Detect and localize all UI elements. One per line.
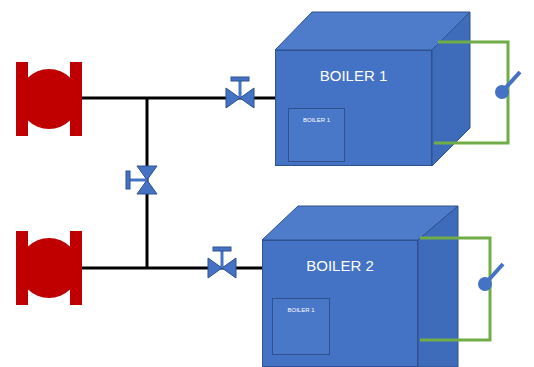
switch-symbol xyxy=(478,72,520,291)
boiler-label: BOILER 1 xyxy=(276,67,431,84)
pump-body xyxy=(19,69,79,129)
control-wire xyxy=(420,42,508,340)
valve-symbol xyxy=(208,247,236,278)
pipework xyxy=(80,98,276,268)
valve-symbol xyxy=(126,166,157,194)
pump-symbol xyxy=(16,231,82,305)
boiler-box: BOILER 2 BOILER 1 xyxy=(262,240,418,367)
panel-label: BOILER 1 xyxy=(289,117,344,123)
boiler-box: BOILER 1 BOILER 1 xyxy=(275,50,432,166)
panel-box: BOILER 1 xyxy=(272,298,330,355)
panel-label: BOILER 1 xyxy=(273,307,329,313)
boiler-label: BOILER 2 xyxy=(263,257,417,274)
panel-box: BOILER 1 xyxy=(288,108,345,162)
pump-symbol xyxy=(16,62,82,136)
valve-symbol xyxy=(226,77,254,108)
boiler-cube xyxy=(262,206,458,367)
pump-body xyxy=(19,238,79,298)
